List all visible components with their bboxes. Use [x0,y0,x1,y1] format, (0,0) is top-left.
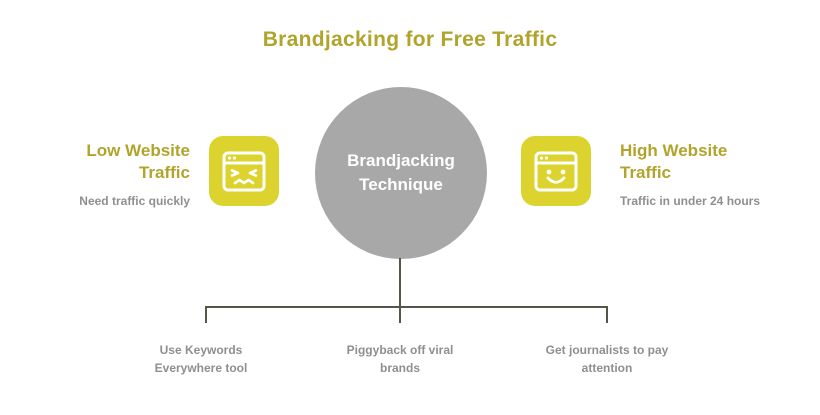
left-node-text: Low Website Traffic Need traffic quickly [50,140,190,209]
connector-stub-right [606,306,608,323]
center-node-label: Brandjacking Technique [347,151,455,194]
happy-browser-icon [521,136,591,206]
connector-stub-middle [399,306,401,323]
branch-label-piggyback: Piggyback off viral brands [346,343,454,375]
branch-label-keywords: Use Keywords Everywhere tool [154,343,248,375]
right-node-subtext: Traffic in under 24 hours [620,194,761,209]
center-node-circle: Brandjacking Technique [315,87,487,259]
right-node-text: High Website Traffic Traffic in under 24… [620,140,772,209]
frustrated-browser-icon [209,136,279,206]
branch-label-journalists: Get journalists to pay attention [545,343,669,375]
connector-vertical-center [399,258,401,306]
connector-horizontal [205,306,608,308]
right-node-heading: High Website Traffic [620,141,728,183]
connector-stub-left [205,306,207,323]
left-node-heading: Low Website Traffic [86,141,190,183]
left-node-subtext: Need traffic quickly [79,194,190,209]
page-title: Brandjacking for Free Traffic [262,28,558,51]
